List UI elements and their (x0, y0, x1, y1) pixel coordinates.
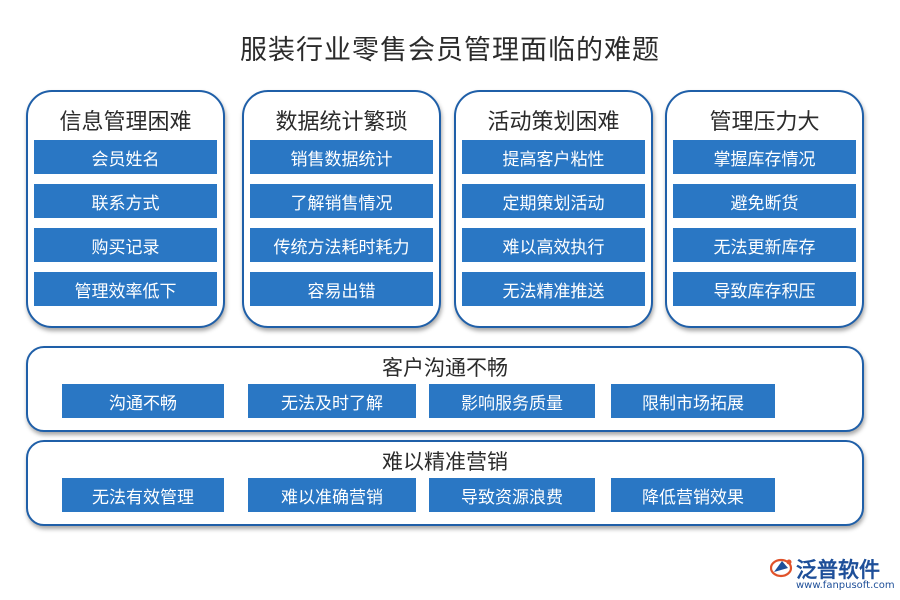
card-info-management: 信息管理困难 会员姓名 联系方式 购买记录 管理效率低下 (26, 90, 225, 328)
logo-name: 泛普软件 (796, 558, 880, 582)
card-item: 难以高效执行 (462, 228, 645, 262)
banner-item: 降低营销效果 (611, 478, 775, 512)
banner-precision-marketing: 难以精准营销 无法有效管理 难以准确营销 导致资源浪费 降低营销效果 (26, 440, 864, 526)
card-item: 无法精准推送 (462, 272, 645, 306)
banner-title: 客户沟通不畅 (382, 356, 508, 380)
logo-url: www.fanpusoft.com (796, 580, 895, 591)
card-item: 管理效率低下 (34, 272, 217, 306)
card-title: 数据统计繁琐 (275, 110, 408, 135)
card-item: 掌握库存情况 (673, 140, 856, 174)
banner-item: 无法及时了解 (248, 384, 416, 418)
card-item: 定期策划活动 (462, 184, 645, 218)
card-item: 销售数据统计 (250, 140, 433, 174)
card-title: 活动策划困难 (487, 110, 620, 135)
banner-item: 无法有效管理 (62, 478, 224, 512)
card-item: 购买记录 (34, 228, 217, 262)
card-item: 传统方法耗时耗力 (250, 228, 433, 262)
brand-logo: 泛普软件 www.fanpusoft.com (770, 552, 895, 598)
banner-item: 影响服务质量 (429, 384, 595, 418)
card-item: 联系方式 (34, 184, 217, 218)
card-title: 信息管理困难 (59, 110, 192, 135)
card-item: 了解销售情况 (250, 184, 433, 218)
card-item: 导致库存积压 (673, 272, 856, 306)
banner-item: 导致资源浪费 (429, 478, 595, 512)
card-item: 容易出错 (250, 272, 433, 306)
banner-title: 难以精准营销 (382, 450, 508, 474)
banner-customer-communication: 客户沟通不畅 沟通不畅 无法及时了解 影响服务质量 限制市场拓展 (26, 346, 864, 432)
card-item: 无法更新库存 (673, 228, 856, 262)
card-data-statistics: 数据统计繁琐 销售数据统计 了解销售情况 传统方法耗时耗力 容易出错 (242, 90, 441, 328)
card-item: 避免断货 (673, 184, 856, 218)
banner-item: 沟通不畅 (62, 384, 224, 418)
diagram-title: 服装行业零售会员管理面临的难题 (240, 35, 660, 66)
card-item: 提高客户粘性 (462, 140, 645, 174)
card-title: 管理压力大 (709, 110, 820, 135)
banner-item: 难以准确营销 (248, 478, 416, 512)
banner-item: 限制市场拓展 (611, 384, 775, 418)
card-item: 会员姓名 (34, 140, 217, 174)
fanpu-logo-icon (770, 558, 793, 578)
card-management-pressure: 管理压力大 掌握库存情况 避免断货 无法更新库存 导致库存积压 (665, 90, 864, 328)
card-activity-planning: 活动策划困难 提高客户粘性 定期策划活动 难以高效执行 无法精准推送 (454, 90, 653, 328)
